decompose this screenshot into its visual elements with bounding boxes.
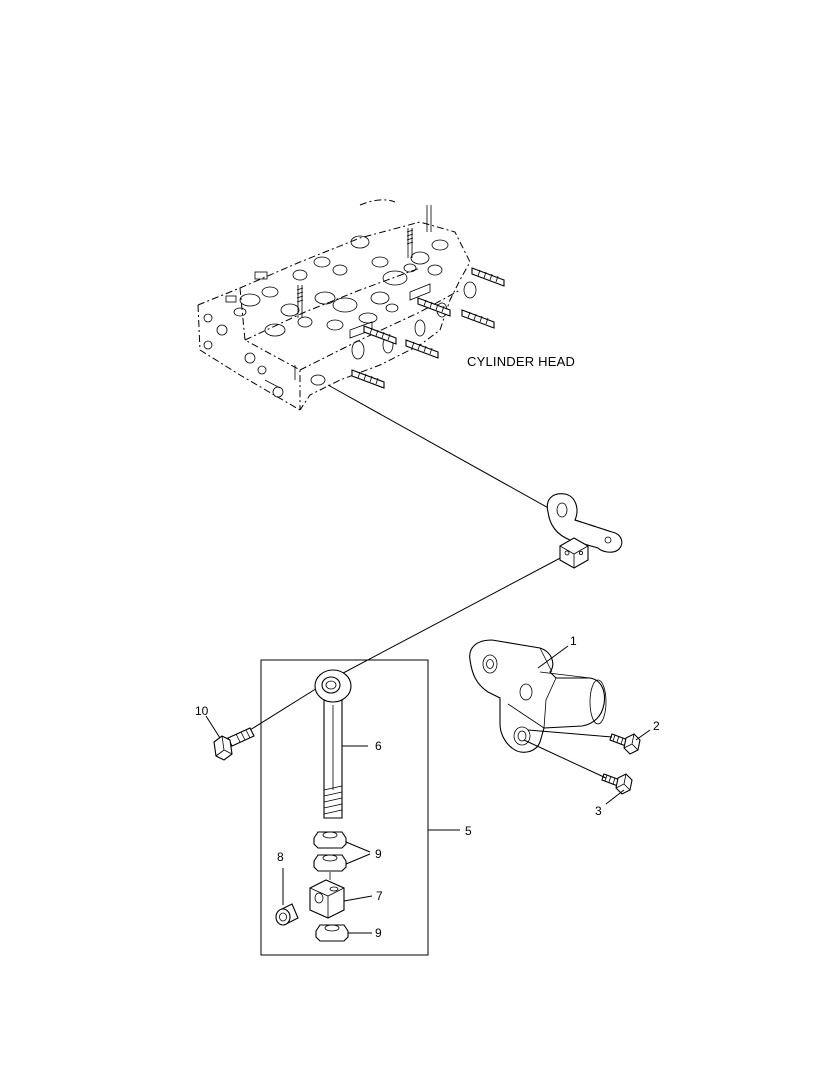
callout-3: 3 — [595, 804, 602, 818]
part-8-bushing — [275, 903, 299, 926]
cylinder-head-side-studs — [351, 267, 505, 389]
part-10-bolt — [213, 727, 255, 761]
callout-labels: 1 2 3 5 6 7 8 9 9 10 — [195, 634, 660, 940]
callout-5: 5 — [465, 824, 472, 838]
cylinder-head-ports — [225, 235, 477, 360]
part-6-eye-rod — [314, 669, 352, 819]
kit-assembly-box — [260, 659, 429, 956]
callout-1: 1 — [570, 634, 577, 648]
part-2-screw — [609, 733, 641, 755]
cylinder-head-label: CYLINDER HEAD — [467, 354, 575, 369]
callout-9-lower: 9 — [375, 926, 382, 940]
part-9-nut-lower — [315, 924, 349, 942]
part-1-bracket — [469, 639, 607, 753]
callout-8: 8 — [277, 850, 284, 864]
callout-7: 7 — [376, 889, 383, 903]
bracket-mounted-phantom — [546, 493, 623, 569]
callout-9-upper: 9 — [375, 847, 382, 861]
part-9-nut-middle — [313, 854, 347, 872]
callout-leaders — [205, 645, 651, 934]
cylinder-head-illustration — [197, 199, 505, 411]
callout-2: 2 — [653, 719, 660, 733]
callout-10: 10 — [195, 704, 209, 718]
part-9-nut-upper — [313, 831, 347, 849]
callout-6: 6 — [375, 739, 382, 753]
part-7-swivel-block — [309, 872, 345, 919]
part-3-screw — [601, 773, 633, 795]
cylinder-head-top-studs — [296, 205, 432, 318]
